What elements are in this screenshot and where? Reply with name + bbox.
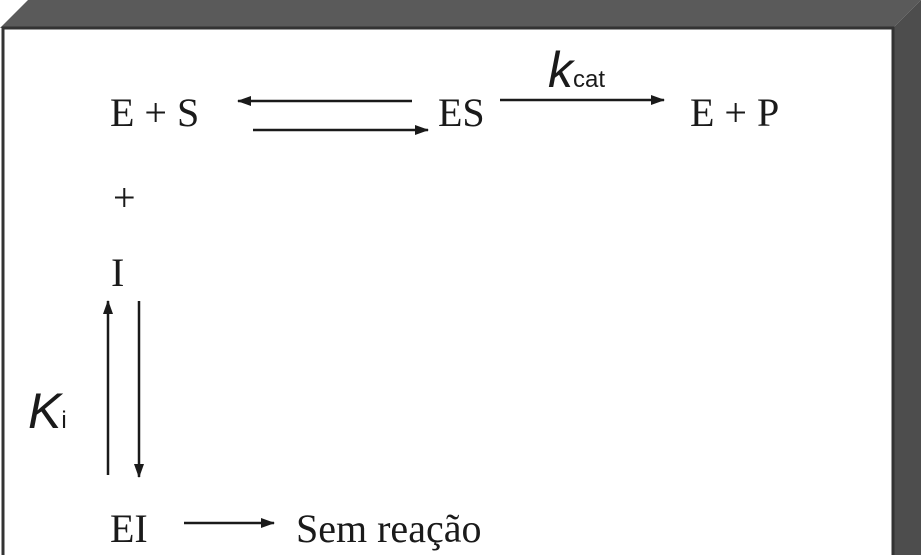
rate-constant-kcat: kcat — [548, 45, 605, 95]
box-right-bevel — [893, 0, 921, 555]
plus-sign: + — [113, 175, 136, 220]
ki-subscript: i — [61, 407, 67, 434]
species-es: ES — [438, 90, 485, 135]
kcat-subscript: cat — [573, 66, 606, 93]
dissociation-constant-ki: Ki — [28, 386, 67, 436]
species-e-plus-s: E + S — [110, 90, 200, 135]
kcat-letter: k — [548, 42, 573, 98]
species-inhibitor: I — [111, 250, 125, 295]
box-top-bevel — [0, 0, 921, 28]
species-e-plus-p: E + P — [690, 90, 780, 135]
no-reaction-label: Sem reação — [296, 506, 482, 551]
box-face — [1, 26, 895, 555]
species-ei: EI — [110, 506, 148, 551]
ki-letter: K — [28, 383, 62, 439]
